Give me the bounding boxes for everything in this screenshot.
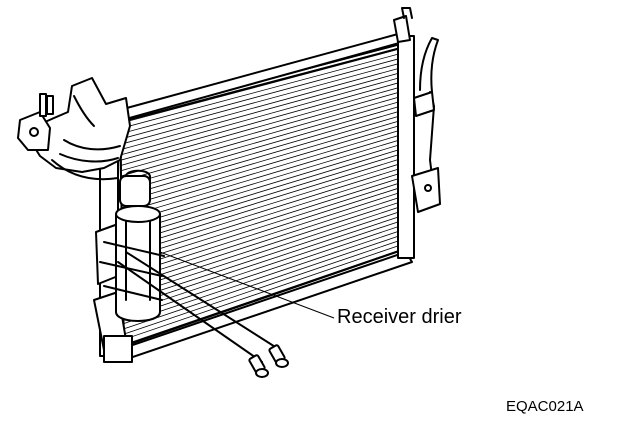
receiver-drier xyxy=(115,169,161,322)
condenser-fin xyxy=(121,103,409,187)
condenser-fin xyxy=(122,184,409,277)
condenser-core xyxy=(119,41,409,351)
condenser-fin xyxy=(122,165,409,256)
condenser-fins xyxy=(119,46,409,346)
receiver-drier-leader-line xyxy=(159,251,335,319)
condenser-fin xyxy=(122,175,409,267)
condenser-fin xyxy=(122,199,409,293)
condenser-fin xyxy=(122,189,409,282)
condenser-fin xyxy=(122,194,409,288)
receiver-drier-label: Receiver drier xyxy=(337,306,462,328)
condenser-fin xyxy=(121,137,409,224)
condenser-fin xyxy=(121,141,409,230)
condenser-fin xyxy=(120,55,409,135)
condenser-fin xyxy=(120,65,409,145)
drier-bracket xyxy=(99,241,165,301)
condenser-fin xyxy=(121,127,409,214)
condenser-fin xyxy=(121,113,409,198)
condenser-fin xyxy=(123,237,409,335)
condenser-fin xyxy=(123,227,409,325)
condenser-fin xyxy=(120,84,409,166)
condenser-fin xyxy=(120,79,409,161)
condenser-fin xyxy=(120,75,409,156)
condenser-fin xyxy=(121,117,409,203)
condenser-fin xyxy=(120,94,409,177)
condenser-fin xyxy=(121,108,409,193)
condenser-fin xyxy=(123,208,409,303)
condenser-fin xyxy=(121,146,409,235)
condenser-fin xyxy=(121,132,409,219)
condenser-fin xyxy=(123,213,409,309)
condenser-fin xyxy=(122,170,409,261)
inlet-fitting-bracket xyxy=(17,77,131,181)
bolt-guide-lines xyxy=(117,251,281,363)
condenser-fin xyxy=(122,156,409,245)
condenser-fin xyxy=(120,60,409,140)
right-tank xyxy=(393,7,441,259)
mounting-bolt-1 xyxy=(248,354,269,378)
condenser-fin xyxy=(122,160,409,251)
figure-code: EQAC021A xyxy=(506,398,584,415)
condenser-fin xyxy=(121,122,409,209)
condenser-fin xyxy=(123,222,409,319)
mounting-bolt-2 xyxy=(268,344,289,368)
condenser-fin xyxy=(123,218,409,314)
condenser-fin xyxy=(120,98,409,182)
condenser-fin xyxy=(120,51,409,129)
condenser-fin xyxy=(120,70,409,151)
condenser-fin xyxy=(120,89,409,172)
condenser-fin xyxy=(122,203,409,298)
condenser-fin xyxy=(123,242,409,340)
condenser-fin xyxy=(121,151,409,240)
condenser-fin xyxy=(123,232,409,330)
